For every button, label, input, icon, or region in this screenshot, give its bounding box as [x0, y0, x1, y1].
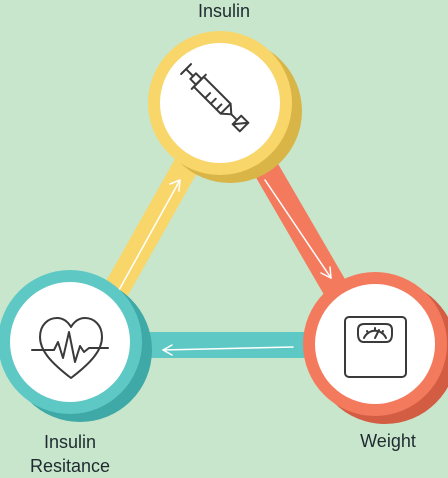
connector-top-to-right [242, 137, 358, 318]
syringe-icon [180, 63, 250, 133]
node-insulin-resistance [0, 270, 152, 422]
label-insulin-resistance: Insulin Resitance [10, 430, 130, 478]
node-insulin [148, 31, 302, 183]
arrow-top-to-right [264, 179, 332, 279]
label-insulin-resistance-line1: Insulin [43, 432, 97, 452]
arrow-left-to-top [118, 179, 181, 291]
label-insulin: Insulin [197, 1, 251, 21]
arrow-right-to-left [162, 344, 294, 356]
connector-left-to-top [89, 137, 208, 328]
label-insulin-resistance-line2: Resitance [29, 456, 111, 476]
label-weight: Weight [360, 431, 416, 451]
node-weight [303, 272, 448, 424]
heart-rate-icon [31, 317, 109, 379]
scale-icon [344, 316, 407, 378]
